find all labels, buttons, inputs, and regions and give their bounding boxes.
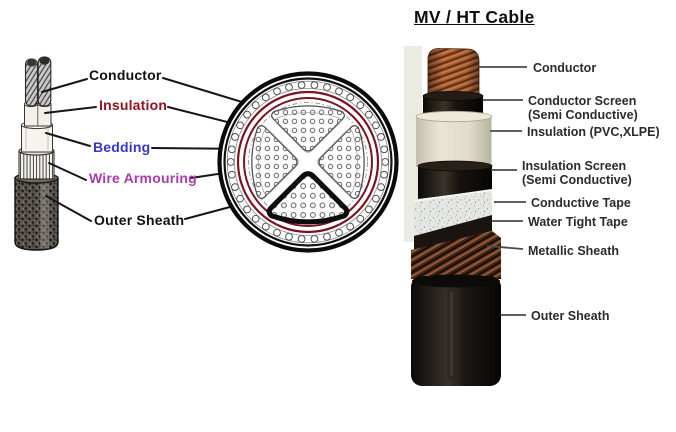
left-cable-sketch <box>14 56 59 251</box>
wire-armour-bead-ring <box>226 81 390 243</box>
label-insulation-screen: Insulation Screen (Semi Conductive) <box>522 159 632 187</box>
label-conductor-screen: Conductor Screen (Semi Conductive) <box>528 94 638 122</box>
cable-cross-section <box>217 71 399 253</box>
label-water-tight-tape: Water Tight Tape <box>528 215 628 229</box>
label-conductor-right: Conductor <box>533 61 597 75</box>
label-wire-armouring: Wire Armouring <box>89 170 197 186</box>
label-conductor-left: Conductor <box>89 67 162 83</box>
label-conductor-screen-line1: Conductor Screen <box>528 94 637 108</box>
page-title: MV / HT Cable <box>414 7 535 27</box>
label-metallic-sheath: Metallic Sheath <box>528 244 619 258</box>
label-conductor-screen-line2: (Semi Conductive) <box>528 108 638 122</box>
shaded-bottom-core <box>266 171 350 225</box>
label-bedding: Bedding <box>93 139 151 155</box>
mv-ht-cable-photo <box>404 46 501 386</box>
label-outer-sheath-right: Outer Sheath <box>531 309 610 323</box>
label-insulation-pvc-xlpe: Insulation (PVC,XLPE) <box>527 125 660 139</box>
label-outer-sheath-left: Outer Sheath <box>94 212 185 228</box>
label-insulation-screen-line1: Insulation Screen <box>522 159 627 173</box>
right-leader-lines <box>479 66 527 316</box>
label-conductive-tape: Conductive Tape <box>531 196 631 210</box>
cross-section-cores <box>251 105 365 225</box>
label-insulation: Insulation <box>99 97 168 113</box>
label-insulation-screen-line2: (Semi Conductive) <box>522 173 632 187</box>
